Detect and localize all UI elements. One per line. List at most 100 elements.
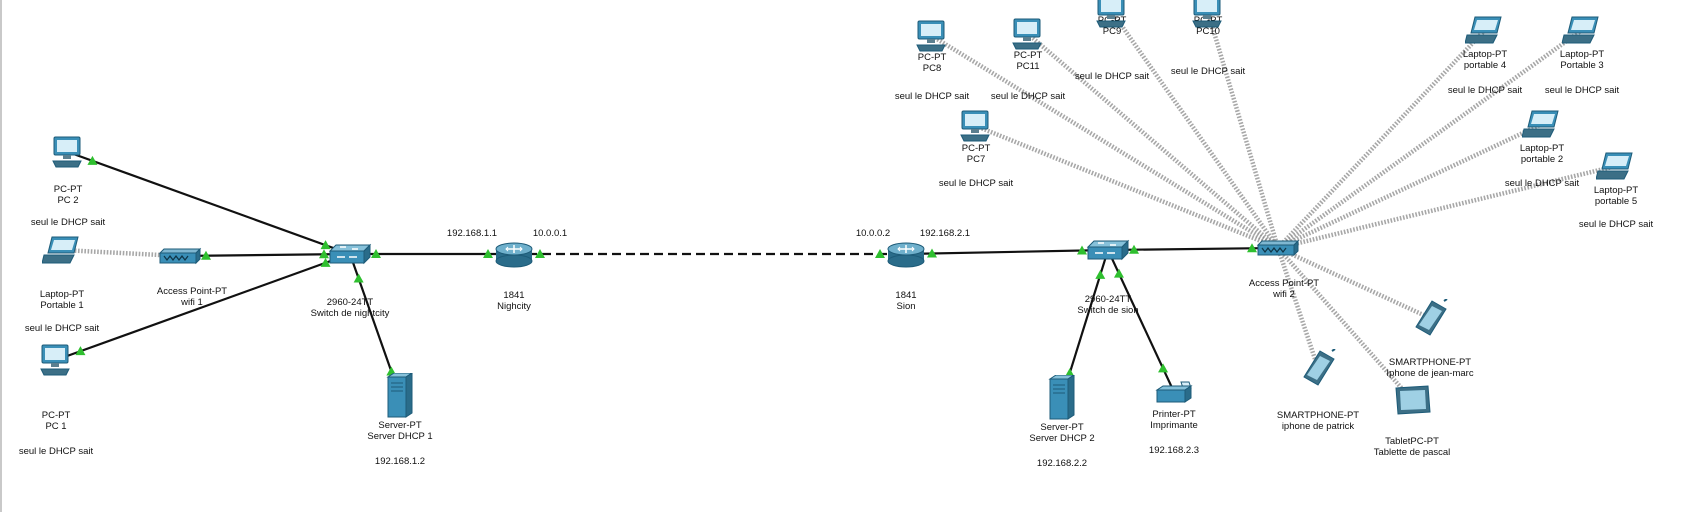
ip-label-r1_wan: 10.0.0.1 bbox=[532, 228, 568, 239]
device-ap2[interactable] bbox=[1256, 239, 1300, 257]
port-status-up-indicator bbox=[1128, 244, 1139, 254]
device-name-label: portable 2 bbox=[1520, 154, 1564, 165]
device-pc1[interactable] bbox=[39, 343, 73, 377]
device-ap1[interactable] bbox=[158, 247, 202, 265]
port-status-up-indicator bbox=[87, 155, 98, 165]
port-status-up-indicator bbox=[1077, 245, 1088, 255]
device-type-label: PC-PT bbox=[1013, 50, 1043, 61]
device-name-label: iphone de patrick bbox=[1281, 421, 1355, 432]
pc-icon bbox=[1192, 0, 1222, 28]
server-icon bbox=[1048, 375, 1075, 420]
device-name-label: PC11 bbox=[1016, 61, 1040, 72]
canvas-left-border bbox=[0, 0, 2, 512]
device-type-label: Laptop-PT bbox=[39, 289, 85, 300]
port-status-up-indicator bbox=[926, 248, 937, 258]
router-icon bbox=[887, 242, 925, 268]
device-name-label: Switch de nightcity bbox=[310, 308, 390, 319]
device-lp2[interactable] bbox=[1522, 109, 1562, 139]
port-status-up-indicator bbox=[320, 240, 331, 250]
pc-icon bbox=[916, 20, 946, 52]
device-name-label: portable 4 bbox=[1463, 60, 1507, 71]
device-note-label: seul le DHCP sait bbox=[1578, 219, 1654, 230]
device-pc7[interactable] bbox=[959, 109, 993, 143]
device-type-label: 2960-24TT bbox=[326, 297, 374, 308]
device-name-label: PC8 bbox=[922, 63, 942, 74]
link-pc11-ap2 bbox=[1026, 32, 1280, 250]
port-status-up-indicator bbox=[320, 257, 331, 267]
device-type-label: 1841 bbox=[503, 290, 525, 301]
router-icon bbox=[495, 242, 533, 268]
server-icon bbox=[386, 373, 413, 418]
smartphone-icon bbox=[1303, 349, 1336, 386]
device-name-label: Imprimante bbox=[1150, 420, 1198, 431]
device-name-label: Switch de sion bbox=[1077, 305, 1139, 316]
device-lp4[interactable] bbox=[1465, 15, 1505, 45]
port-status-up-indicator bbox=[1113, 268, 1124, 278]
device-type-label: PC-PT bbox=[961, 143, 991, 154]
link-pc1-sw1 bbox=[55, 252, 351, 362]
link-laptop1-ap1 bbox=[61, 247, 181, 259]
device-pc8[interactable] bbox=[915, 19, 949, 53]
device-note-label: seul le DHCP sait bbox=[24, 323, 100, 334]
device-type-label: SMARTPHONE-PT bbox=[1276, 410, 1360, 421]
port-status-up-indicator bbox=[371, 249, 381, 258]
device-sw1[interactable] bbox=[328, 243, 372, 265]
device-lp3[interactable] bbox=[1562, 15, 1602, 45]
access-point-icon bbox=[1256, 239, 1300, 257]
device-name-label: wifi 1 bbox=[181, 297, 203, 308]
device-r1[interactable] bbox=[494, 240, 534, 268]
port-status-up-indicator bbox=[1095, 269, 1106, 279]
device-note-label: seul le DHCP sait bbox=[1447, 85, 1523, 96]
device-note-label: seul le DHCP sait bbox=[18, 446, 94, 457]
switch-icon bbox=[1086, 239, 1130, 261]
pc-icon bbox=[1096, 0, 1126, 28]
device-pc2[interactable] bbox=[51, 135, 85, 169]
device-pc11[interactable] bbox=[1011, 17, 1045, 51]
device-type-label: PC-PT bbox=[41, 410, 71, 421]
device-sp1[interactable] bbox=[1410, 299, 1450, 337]
laptop-icon bbox=[1562, 16, 1599, 44]
device-name-label: Portable 1 bbox=[40, 300, 84, 311]
link-lp3-ap2 bbox=[1276, 28, 1584, 250]
device-type-label: Laptop-PT bbox=[1462, 49, 1508, 60]
device-type-label: Access Point-PT bbox=[1248, 278, 1320, 289]
laptop-icon bbox=[42, 236, 79, 264]
device-name-label: PC 2 bbox=[57, 195, 79, 206]
device-pc9[interactable] bbox=[1095, 0, 1129, 29]
ip-label-r1_lan: 192.168.1.1 bbox=[446, 228, 498, 239]
device-note-label: seul le DHCP sait bbox=[1504, 178, 1580, 189]
device-prn[interactable] bbox=[1155, 380, 1193, 404]
link-pc2-sw1 bbox=[67, 150, 351, 256]
device-note-label: seul le DHCP sait bbox=[990, 91, 1066, 102]
device-lp5[interactable] bbox=[1596, 151, 1636, 181]
device-type-label: Access Point-PT bbox=[156, 286, 228, 297]
switch-icon bbox=[328, 243, 372, 265]
pc-icon bbox=[960, 110, 990, 142]
device-note-label: seul le DHCP sait bbox=[1074, 71, 1150, 82]
device-type-label: SMARTPHONE-PT bbox=[1388, 357, 1472, 368]
pc-icon bbox=[52, 136, 82, 168]
access-point-icon bbox=[158, 247, 202, 265]
port-status-up-indicator bbox=[1247, 243, 1258, 253]
device-pc10[interactable] bbox=[1191, 0, 1225, 29]
device-laptop1[interactable] bbox=[42, 235, 82, 265]
device-sw2[interactable] bbox=[1086, 239, 1130, 261]
device-type-label: TabletPC-PT bbox=[1385, 436, 1439, 447]
device-tab[interactable] bbox=[1392, 384, 1432, 416]
port-status-up-indicator bbox=[483, 249, 493, 258]
link-pc8-ap2 bbox=[930, 34, 1280, 250]
port-status-up-indicator bbox=[319, 249, 330, 259]
link-lp2-ap2 bbox=[1277, 121, 1543, 251]
device-type-label: Laptop-PT bbox=[1559, 49, 1605, 60]
device-srv1[interactable] bbox=[386, 373, 414, 419]
device-name-label: Server DHCP 2 bbox=[1029, 433, 1095, 444]
device-srv2[interactable] bbox=[1048, 375, 1076, 421]
tablet-icon bbox=[1395, 385, 1431, 415]
device-r2[interactable] bbox=[886, 240, 926, 268]
device-name-label: Iphone de jean-marc bbox=[1386, 368, 1474, 379]
device-note-label: seul le DHCP sait bbox=[938, 178, 1014, 189]
device-sp2[interactable] bbox=[1298, 349, 1338, 387]
laptop-icon bbox=[1596, 152, 1633, 180]
device-name-label: Portable 3 bbox=[1560, 60, 1604, 71]
